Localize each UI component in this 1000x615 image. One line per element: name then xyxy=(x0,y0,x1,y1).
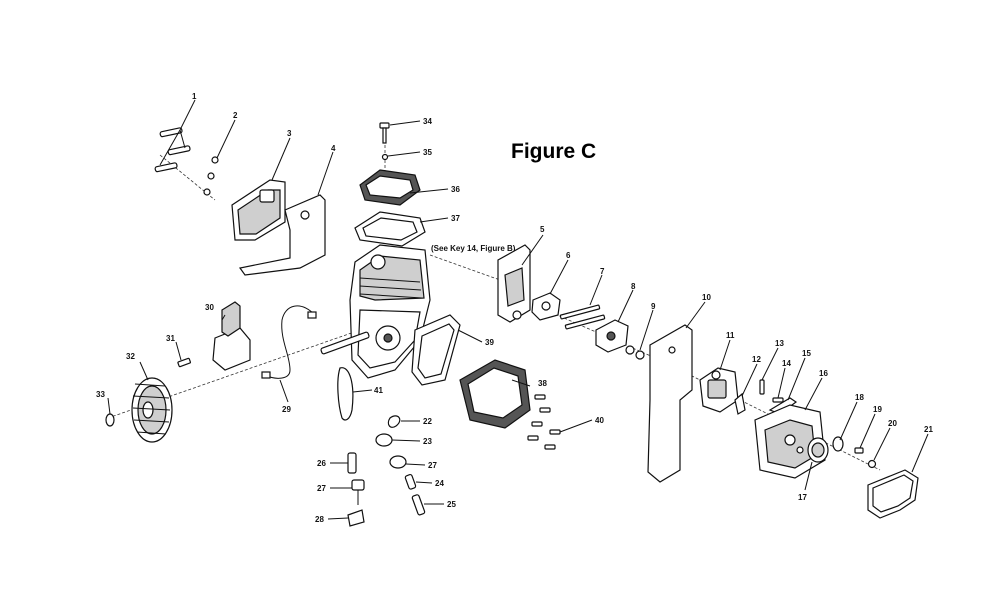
callout-31: 31 xyxy=(166,334,175,343)
part-13-14-15-hardware xyxy=(759,347,806,415)
callout-39: 39 xyxy=(485,338,494,347)
part-9-o-rings xyxy=(625,309,654,360)
callout-35: 35 xyxy=(423,148,432,157)
part-39-housing-gasket xyxy=(411,314,483,386)
callout-1: 1 xyxy=(192,92,197,101)
part-16-air-box xyxy=(754,377,826,479)
part-19-screw xyxy=(854,413,876,454)
callout-17: 17 xyxy=(798,493,807,502)
callout-40: 40 xyxy=(595,416,604,425)
callout-41: 41 xyxy=(374,386,383,395)
callout-3: 3 xyxy=(287,129,292,138)
see-key-annotation: (See Key 14, Figure B) xyxy=(431,244,516,253)
part-37-gasket xyxy=(354,211,449,247)
part-7-studs xyxy=(559,274,606,330)
figure-title: Figure C xyxy=(511,140,596,163)
part-17-filter-element xyxy=(804,437,829,491)
part-32-flywheel xyxy=(131,361,173,443)
part-11-carburetor xyxy=(699,339,739,413)
callout-11: 11 xyxy=(726,331,735,340)
callout-29: 29 xyxy=(282,405,291,414)
part-29-ignition-wire xyxy=(261,305,317,403)
callout-20: 20 xyxy=(888,419,897,428)
callout-14: 14 xyxy=(782,359,791,368)
callout-28: 28 xyxy=(315,515,324,524)
callout-27-b: 27 xyxy=(317,484,326,493)
part-5-intake-bracket xyxy=(497,234,544,323)
part-21-cover-gasket xyxy=(867,433,929,519)
callout-19: 19 xyxy=(873,405,882,414)
part-22-clamp xyxy=(387,415,401,428)
callout-21: 21 xyxy=(924,425,933,434)
part-34-35-screw xyxy=(379,120,421,161)
part-36-filter-cover xyxy=(359,169,449,206)
part-23-seal xyxy=(375,433,393,447)
part-30-ignition-coil xyxy=(212,301,251,371)
callout-30: 30 xyxy=(205,303,214,312)
part-12-clip xyxy=(734,363,758,415)
part-26-pin xyxy=(347,452,357,474)
part-31-screw xyxy=(175,341,191,368)
callout-27: 27 xyxy=(428,461,437,470)
callout-7: 7 xyxy=(600,267,605,276)
part-10-shroud-plate xyxy=(647,301,706,483)
callout-18: 18 xyxy=(855,393,864,402)
part-8-insulator xyxy=(595,289,634,353)
callout-22: 22 xyxy=(423,417,432,426)
callout-12: 12 xyxy=(752,355,761,364)
part-18-ring xyxy=(832,401,858,452)
part-40-screws xyxy=(527,394,593,450)
callout-labels: 1 2 3 4 5 6 7 8 9 10 11 12 13 14 15 16 1… xyxy=(96,92,933,524)
callout-37: 37 xyxy=(451,214,460,223)
callout-33: 33 xyxy=(96,390,105,399)
part-28-connector xyxy=(347,509,365,527)
part-1-bolts xyxy=(154,99,196,173)
callout-15: 15 xyxy=(802,349,811,358)
part-33-washer xyxy=(105,397,115,427)
part-41-belt xyxy=(337,367,373,421)
part-4-heat-shield xyxy=(238,151,334,276)
part-25-pin xyxy=(411,494,426,516)
callout-13: 13 xyxy=(775,339,784,348)
bottom-small-parts xyxy=(327,415,444,527)
part-24-pin xyxy=(404,474,417,490)
callout-32: 32 xyxy=(126,352,135,361)
callout-24: 24 xyxy=(435,479,444,488)
callout-36: 36 xyxy=(451,185,460,194)
callout-4: 4 xyxy=(331,144,336,153)
part-3-muffler xyxy=(231,137,291,241)
bolt-axis-line xyxy=(159,154,216,201)
callout-34: 34 xyxy=(423,117,432,126)
part-27-cap xyxy=(389,455,407,469)
callout-38: 38 xyxy=(538,379,547,388)
part-38-fan-housing xyxy=(459,359,531,429)
engine-block xyxy=(320,244,431,379)
callout-6: 6 xyxy=(566,251,571,260)
part-6-spacer xyxy=(531,259,569,321)
callout-10: 10 xyxy=(702,293,711,302)
filter-alignment-line xyxy=(429,254,501,281)
callout-2: 2 xyxy=(233,111,238,120)
part-2-washers xyxy=(203,119,236,196)
callout-23: 23 xyxy=(423,437,432,446)
part-20-nut xyxy=(867,427,891,469)
callout-8: 8 xyxy=(631,282,636,291)
callout-5: 5 xyxy=(540,225,545,234)
callout-26: 26 xyxy=(317,459,326,468)
part-27b-plug xyxy=(351,479,365,491)
flywheel-axis-line xyxy=(107,329,361,419)
callout-25: 25 xyxy=(447,500,456,509)
callout-16: 16 xyxy=(819,369,828,378)
callout-9: 9 xyxy=(651,302,656,311)
